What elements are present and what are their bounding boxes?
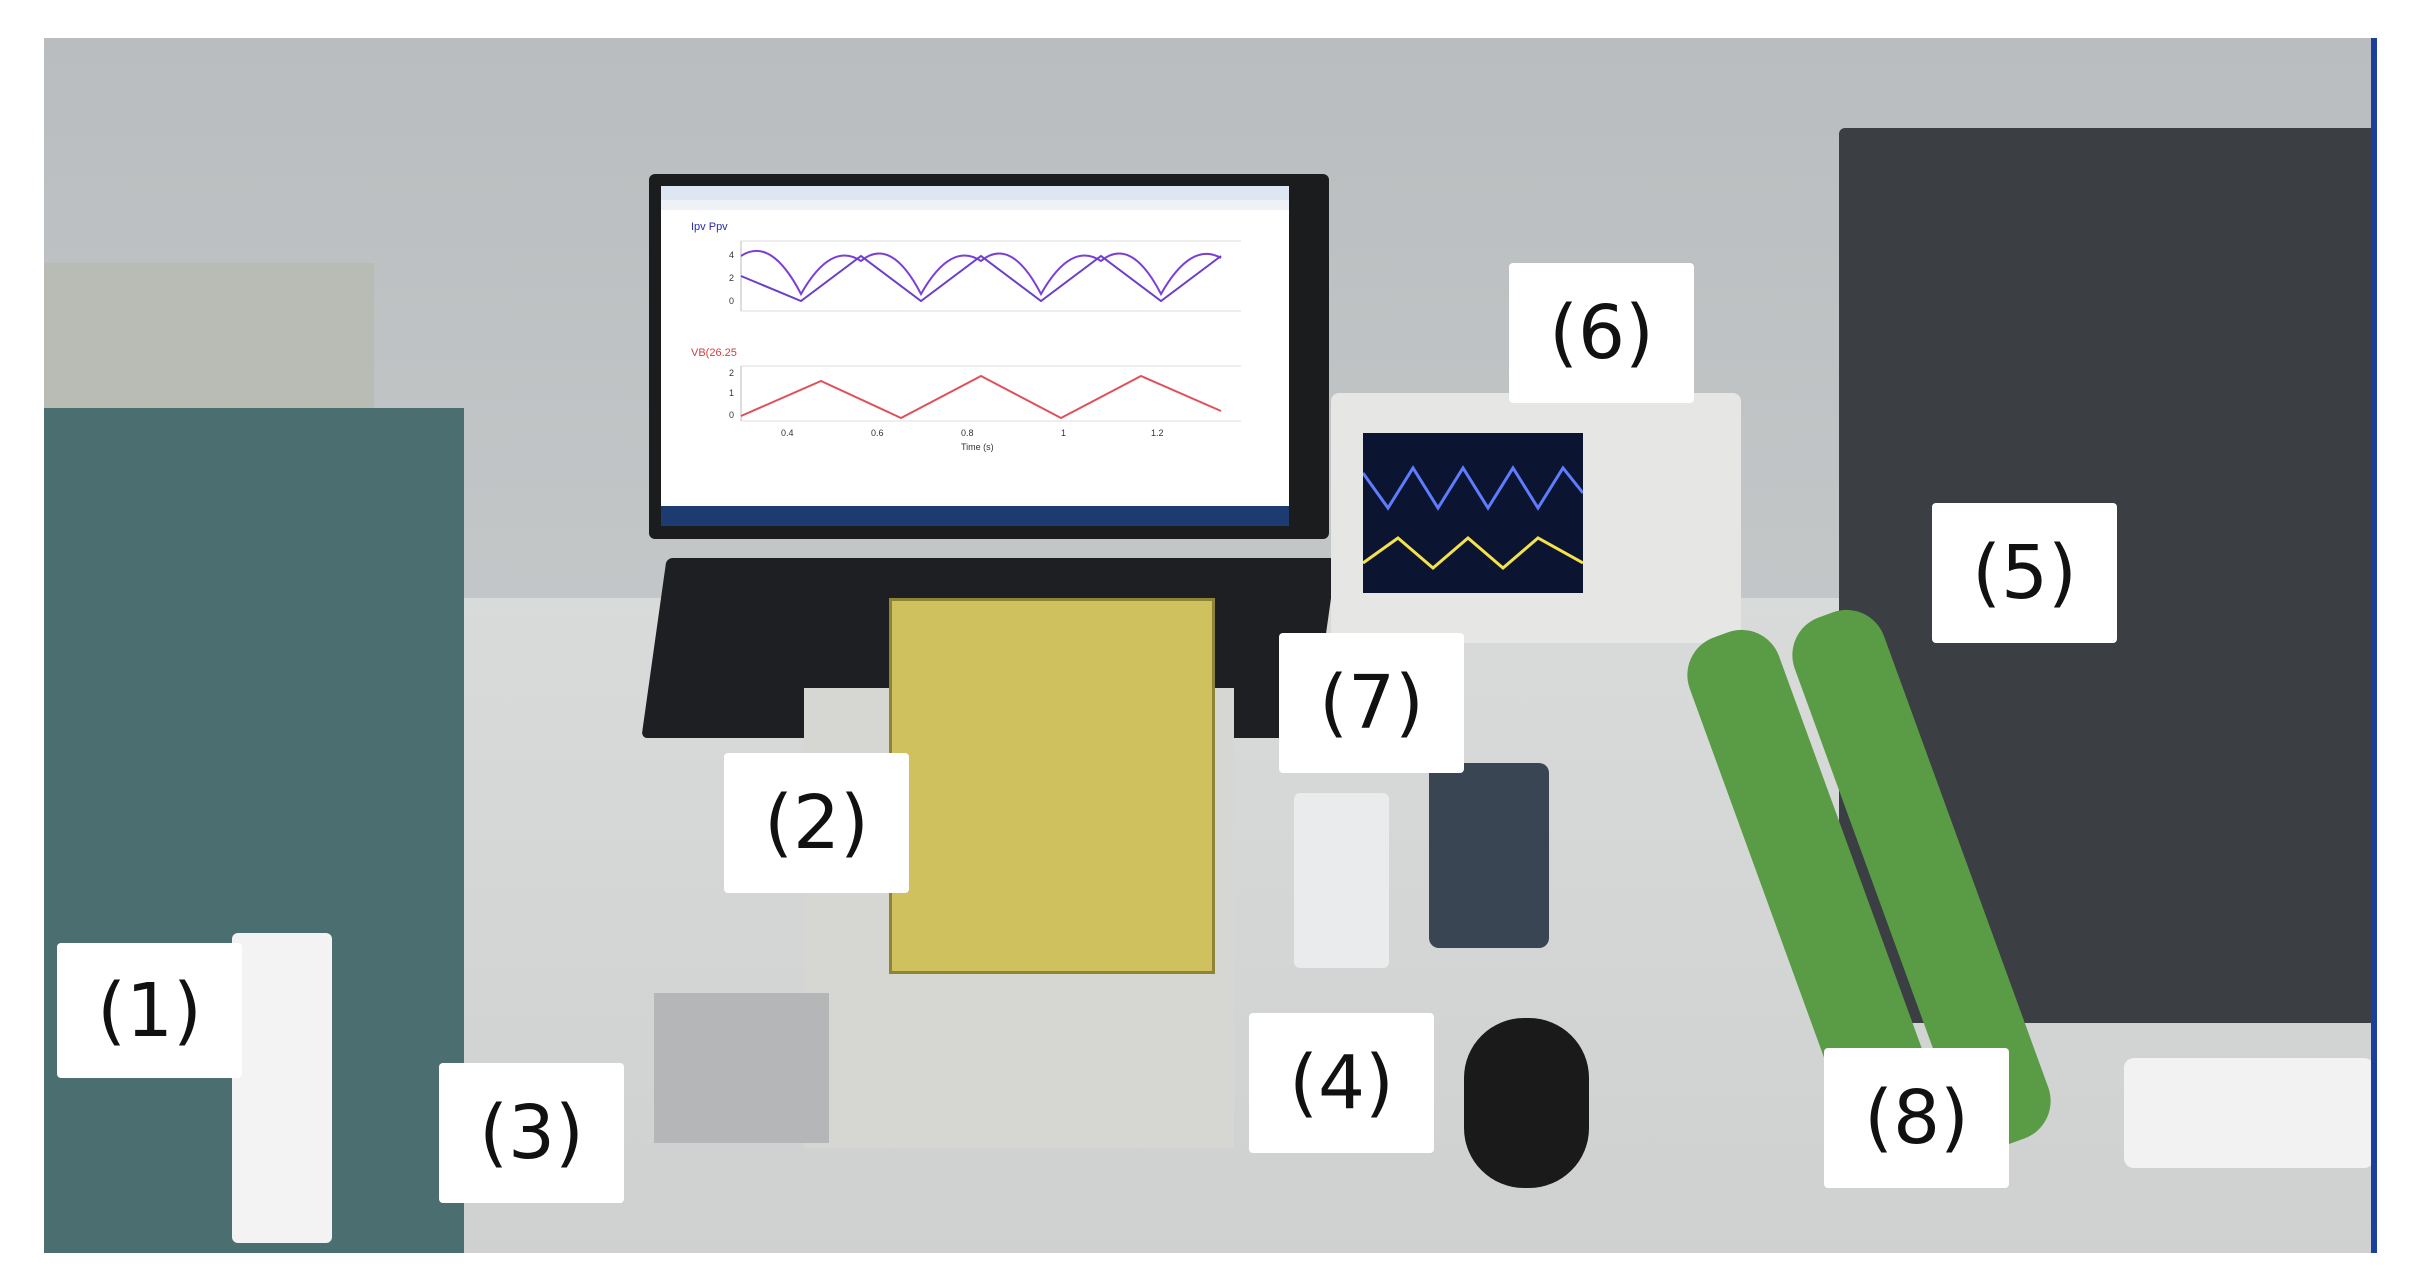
- y-tick-bottom-2: 0: [729, 410, 734, 420]
- label-2: (2): [724, 753, 909, 893]
- right-edge-bar: [2371, 38, 2377, 1253]
- label-8: (8): [1824, 1048, 2009, 1188]
- trace-ipv: [740, 250, 1222, 297]
- label-1: (1): [57, 943, 242, 1078]
- y-tick-bottom-1: 1: [729, 388, 734, 398]
- y-tick-bottom-0: 2: [729, 368, 734, 378]
- label-6: (6): [1509, 263, 1694, 403]
- x-tick-1: 0.6: [871, 428, 884, 438]
- oscilloscope: [1331, 393, 1741, 643]
- computer-monitor: Ipv Ppv 4 2 0 VB(26.25 2 1 0 0.4 0.6: [649, 174, 1329, 539]
- wall-outlet: [2124, 1058, 2374, 1168]
- label-7: (7): [1279, 633, 1464, 773]
- power-strip: [232, 933, 332, 1243]
- y-tick-top-0: 4: [729, 250, 734, 260]
- top-legend: Ipv Ppv: [691, 221, 728, 233]
- lab-photo: Ipv Ppv 4 2 0 VB(26.25 2 1 0 0.4 0.6: [44, 38, 2377, 1253]
- switching-power-module: [654, 993, 829, 1143]
- x-axis-label: Time (s): [961, 442, 994, 452]
- current-probe: [1294, 793, 1389, 968]
- x-tick-3: 1: [1061, 428, 1066, 438]
- label-4: (4): [1249, 1013, 1434, 1153]
- oscilloscope-screen: [1363, 433, 1583, 593]
- bottom-legend: VB(26.25: [691, 347, 737, 359]
- converter-pcb: [889, 598, 1215, 974]
- x-tick-4: 1.2: [1151, 428, 1164, 438]
- y-tick-top-2: 0: [729, 296, 734, 306]
- differential-probe: [1429, 763, 1549, 948]
- monitor-screen: Ipv Ppv 4 2 0 VB(26.25 2 1 0 0.4 0.6: [661, 186, 1289, 526]
- simulation-plot: Ipv Ppv 4 2 0 VB(26.25 2 1 0 0.4 0.6: [661, 186, 1289, 526]
- x-tick-2: 0.8: [961, 428, 974, 438]
- label-3: (3): [439, 1063, 624, 1203]
- scope-traces: [1363, 465, 1583, 570]
- mouse: [1464, 1018, 1589, 1188]
- y-tick-top-1: 2: [729, 273, 734, 283]
- trace-ppv: [740, 254, 1222, 303]
- trace-vb: [740, 374, 1222, 420]
- x-tick-0: 0.4: [781, 428, 794, 438]
- label-5: (5): [1932, 503, 2117, 643]
